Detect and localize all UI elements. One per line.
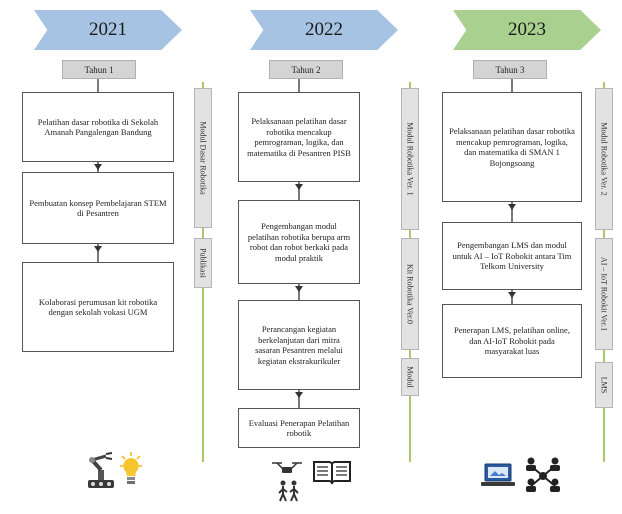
side-label: Publikasi [194, 238, 212, 288]
year-tag-2: Tahun 2 [269, 60, 343, 79]
flow-arrow [508, 204, 516, 210]
lightbulb-icon [120, 452, 142, 484]
robot-arm-icon [88, 452, 114, 488]
year-label: 2022 [305, 19, 343, 40]
year-tag-3: Tahun 3 [473, 60, 547, 79]
year-tag-1: Tahun 1 [62, 60, 136, 79]
network-icon [526, 457, 560, 492]
side-label: Kit Robotika Ver.0 [401, 238, 419, 350]
activity-box: Pembuatan konsep Pembelajaran STEM di Pe… [22, 172, 174, 244]
year-chevron-2021: 2021 [34, 10, 182, 50]
activity-box: Kolaborasi perumusan kit robotika dengan… [22, 262, 174, 352]
activity-box: Pelatihan dasar robotika di Sekolah Aman… [22, 92, 174, 162]
year-chevron-2023: 2023 [453, 10, 601, 50]
year-label: 2021 [89, 19, 127, 40]
activity-box: Pengembangan LMS dan modul untuk AI – Io… [442, 222, 582, 290]
side-label: LMS [595, 362, 613, 408]
year-label: 2023 [508, 19, 546, 40]
side-label: Modul Dasar Robotika [194, 88, 212, 228]
activity-box: Evaluasi Penerapan Pelatihan robotik [238, 408, 360, 448]
flow-arrow [295, 392, 303, 398]
activity-box: Perancangan kegiatan berkelanjutan dari … [238, 300, 360, 390]
flow-arrow [94, 246, 102, 252]
flow-arrow [295, 286, 303, 292]
flow-arrow [508, 292, 516, 298]
activity-box: Pelaksanaan pelatihan dasar robotika men… [238, 92, 360, 182]
laptop-icon [481, 463, 515, 486]
activity-box: Pelaksanaan pelatihan dasar robotika men… [442, 92, 582, 202]
flow-arrow [94, 164, 102, 170]
students-icon [278, 480, 299, 502]
drone-icon [272, 462, 302, 473]
activity-box: Pengembangan modul pelatihan robotika be… [238, 200, 360, 284]
activity-box: Penerapan LMS, pelatihan online, dan AI-… [442, 304, 582, 378]
side-label: Modul Robotika Ver. 1 [401, 88, 419, 230]
year-chevron-2022: 2022 [250, 10, 398, 50]
side-label: Modul [401, 358, 419, 396]
side-label: AI – IoT Robokit Ver.1 [595, 238, 613, 350]
book-icon [313, 461, 351, 485]
side-label: Modul Robotika Ver. 2 [595, 88, 613, 230]
flow-arrow [295, 184, 303, 190]
